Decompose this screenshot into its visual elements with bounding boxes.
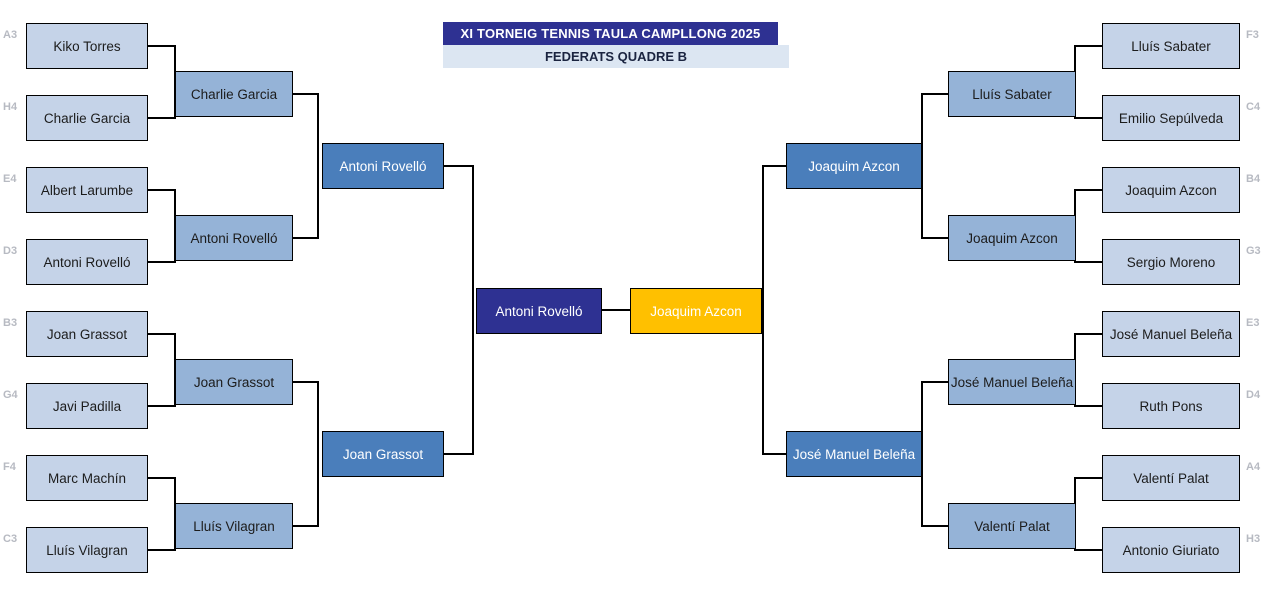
tournament-title: XI TORNEIG TENNIS TAULA CAMPLLONG 2025 [443,22,778,45]
connector-line [1074,549,1102,551]
connector-line [472,165,474,455]
round1-left-player-box: Charlie Garcia [26,95,148,141]
round2-left-winner-box: Lluís Vilagran [175,503,293,549]
seed-label: H4 [3,101,18,113]
seed-label: B4 [1246,173,1261,185]
connector-line [148,333,175,335]
connector-line [1074,405,1102,407]
connector-line [762,165,764,455]
connector-line [148,477,175,479]
round2-left-winner-box: Antoni Rovelló [175,215,293,261]
seed-label: F3 [1246,29,1259,41]
connector-line [293,237,318,239]
seed-label: A4 [1246,461,1261,473]
champion-box: Joaquim Azcon [630,288,762,334]
seed-label: B3 [3,317,18,329]
connector-line [174,189,176,263]
seed-label: A3 [3,29,18,41]
seed-label: G3 [1246,245,1261,257]
seed-label: E3 [1246,317,1260,329]
semifinal-right-winner-box: Joaquim Azcon [786,143,922,189]
seed-label: D4 [1246,389,1261,401]
round2-right-winner-box: José Manuel Beleña [948,359,1076,405]
connector-line [1074,261,1102,263]
round2-left-winner-box: Charlie Garcia [175,71,293,117]
connector-line [444,453,473,455]
connector-line [602,309,630,311]
connector-line [763,165,787,167]
connector-line [444,165,473,167]
connector-line [921,525,948,527]
round1-right-player-box: Ruth Pons [1102,383,1240,429]
round1-right-player-box: Valentí Palat [1102,455,1240,501]
semifinal-left-winner-box: Antoni Rovelló [322,143,444,189]
connector-line [148,405,175,407]
connector-line [921,93,948,95]
finalist-box: Antoni Rovelló [476,288,602,334]
connector-line [1074,117,1102,119]
connector-line [763,453,787,455]
connector-line [1074,45,1102,47]
round1-right-player-box: Antonio Giuriato [1102,527,1240,573]
semifinal-left-winner-box: Joan Grassot [322,431,444,477]
seed-label: C3 [3,533,18,545]
connector-line [317,93,319,239]
connector-line [1074,189,1102,191]
round2-right-winner-box: Valentí Palat [948,503,1076,549]
connector-line [174,45,176,119]
round1-left-player-box: Javi Padilla [26,383,148,429]
round1-right-player-box: Joaquim Azcon [1102,167,1240,213]
round1-right-player-box: Lluís Sabater [1102,23,1240,69]
seed-label: F4 [3,461,16,473]
round1-right-player-box: José Manuel Beleña [1102,311,1240,357]
connector-line [317,381,319,527]
round2-right-winner-box: Lluís Sabater [948,71,1076,117]
tournament-subtitle: FEDERATS QUADRE B [443,45,789,68]
round1-right-player-box: Emilio Sepúlveda [1102,95,1240,141]
connector-line [921,237,948,239]
round2-right-winner-box: Joaquim Azcon [948,215,1076,261]
round1-left-player-box: Joan Grassot [26,311,148,357]
connector-line [174,477,176,551]
connector-line [921,381,948,383]
round1-right-player-box: Sergio Moreno [1102,239,1240,285]
semifinal-right-winner-box: José Manuel Beleña [786,431,922,477]
connector-line [148,117,175,119]
connector-line [293,93,318,95]
round1-left-player-box: Antoni Rovelló [26,239,148,285]
seed-label: D3 [3,245,18,257]
connector-line [148,45,175,47]
round1-left-player-box: Albert Larumbe [26,167,148,213]
connector-line [174,333,176,407]
round1-left-player-box: Marc Machín [26,455,148,501]
seed-label: C4 [1246,101,1261,113]
seed-label: E4 [3,173,17,185]
round2-left-winner-box: Joan Grassot [175,359,293,405]
connector-line [148,549,175,551]
connector-line [1074,477,1102,479]
connector-line [148,189,175,191]
seed-label: H3 [1246,533,1261,545]
seed-label: G4 [3,389,18,401]
connector-line [148,261,175,263]
connector-line [293,381,318,383]
round1-left-player-box: Lluís Vilagran [26,527,148,573]
round1-left-player-box: Kiko Torres [26,23,148,69]
connector-line [1074,333,1102,335]
connector-line [293,525,318,527]
